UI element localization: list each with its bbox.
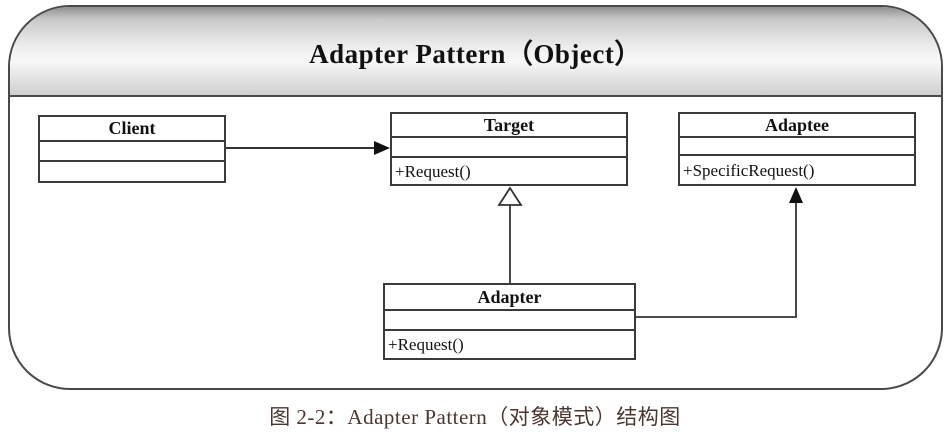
diagram-title: Adapter Pattern（Object）: [309, 38, 642, 69]
class-box-target: Target +Request(): [390, 112, 628, 186]
class-box-client: Client: [38, 115, 226, 183]
attributes-compartment: [385, 311, 634, 331]
class-box-adaptee: Adaptee +SpecificRequest(): [678, 112, 916, 186]
attributes-compartment: [392, 138, 626, 158]
class-name: Target: [392, 114, 626, 138]
figure-caption: 图 2-2：Adapter Pattern（对象模式）结构图: [269, 405, 681, 429]
class-name: Adapter: [385, 285, 634, 311]
methods-compartment: +Request(): [388, 335, 464, 354]
methods-compartment: +Request(): [395, 161, 471, 181]
class-name: Adaptee: [680, 114, 914, 138]
class-name: Client: [40, 117, 224, 142]
attributes-compartment: [40, 142, 224, 162]
methods-compartment: [40, 162, 224, 181]
attributes-compartment: [680, 138, 914, 156]
class-box-adapter: Adapter +Request(): [383, 283, 636, 360]
package-header: Adapter Pattern（Object）: [10, 7, 941, 97]
methods-compartment: +SpecificRequest(): [683, 160, 815, 180]
